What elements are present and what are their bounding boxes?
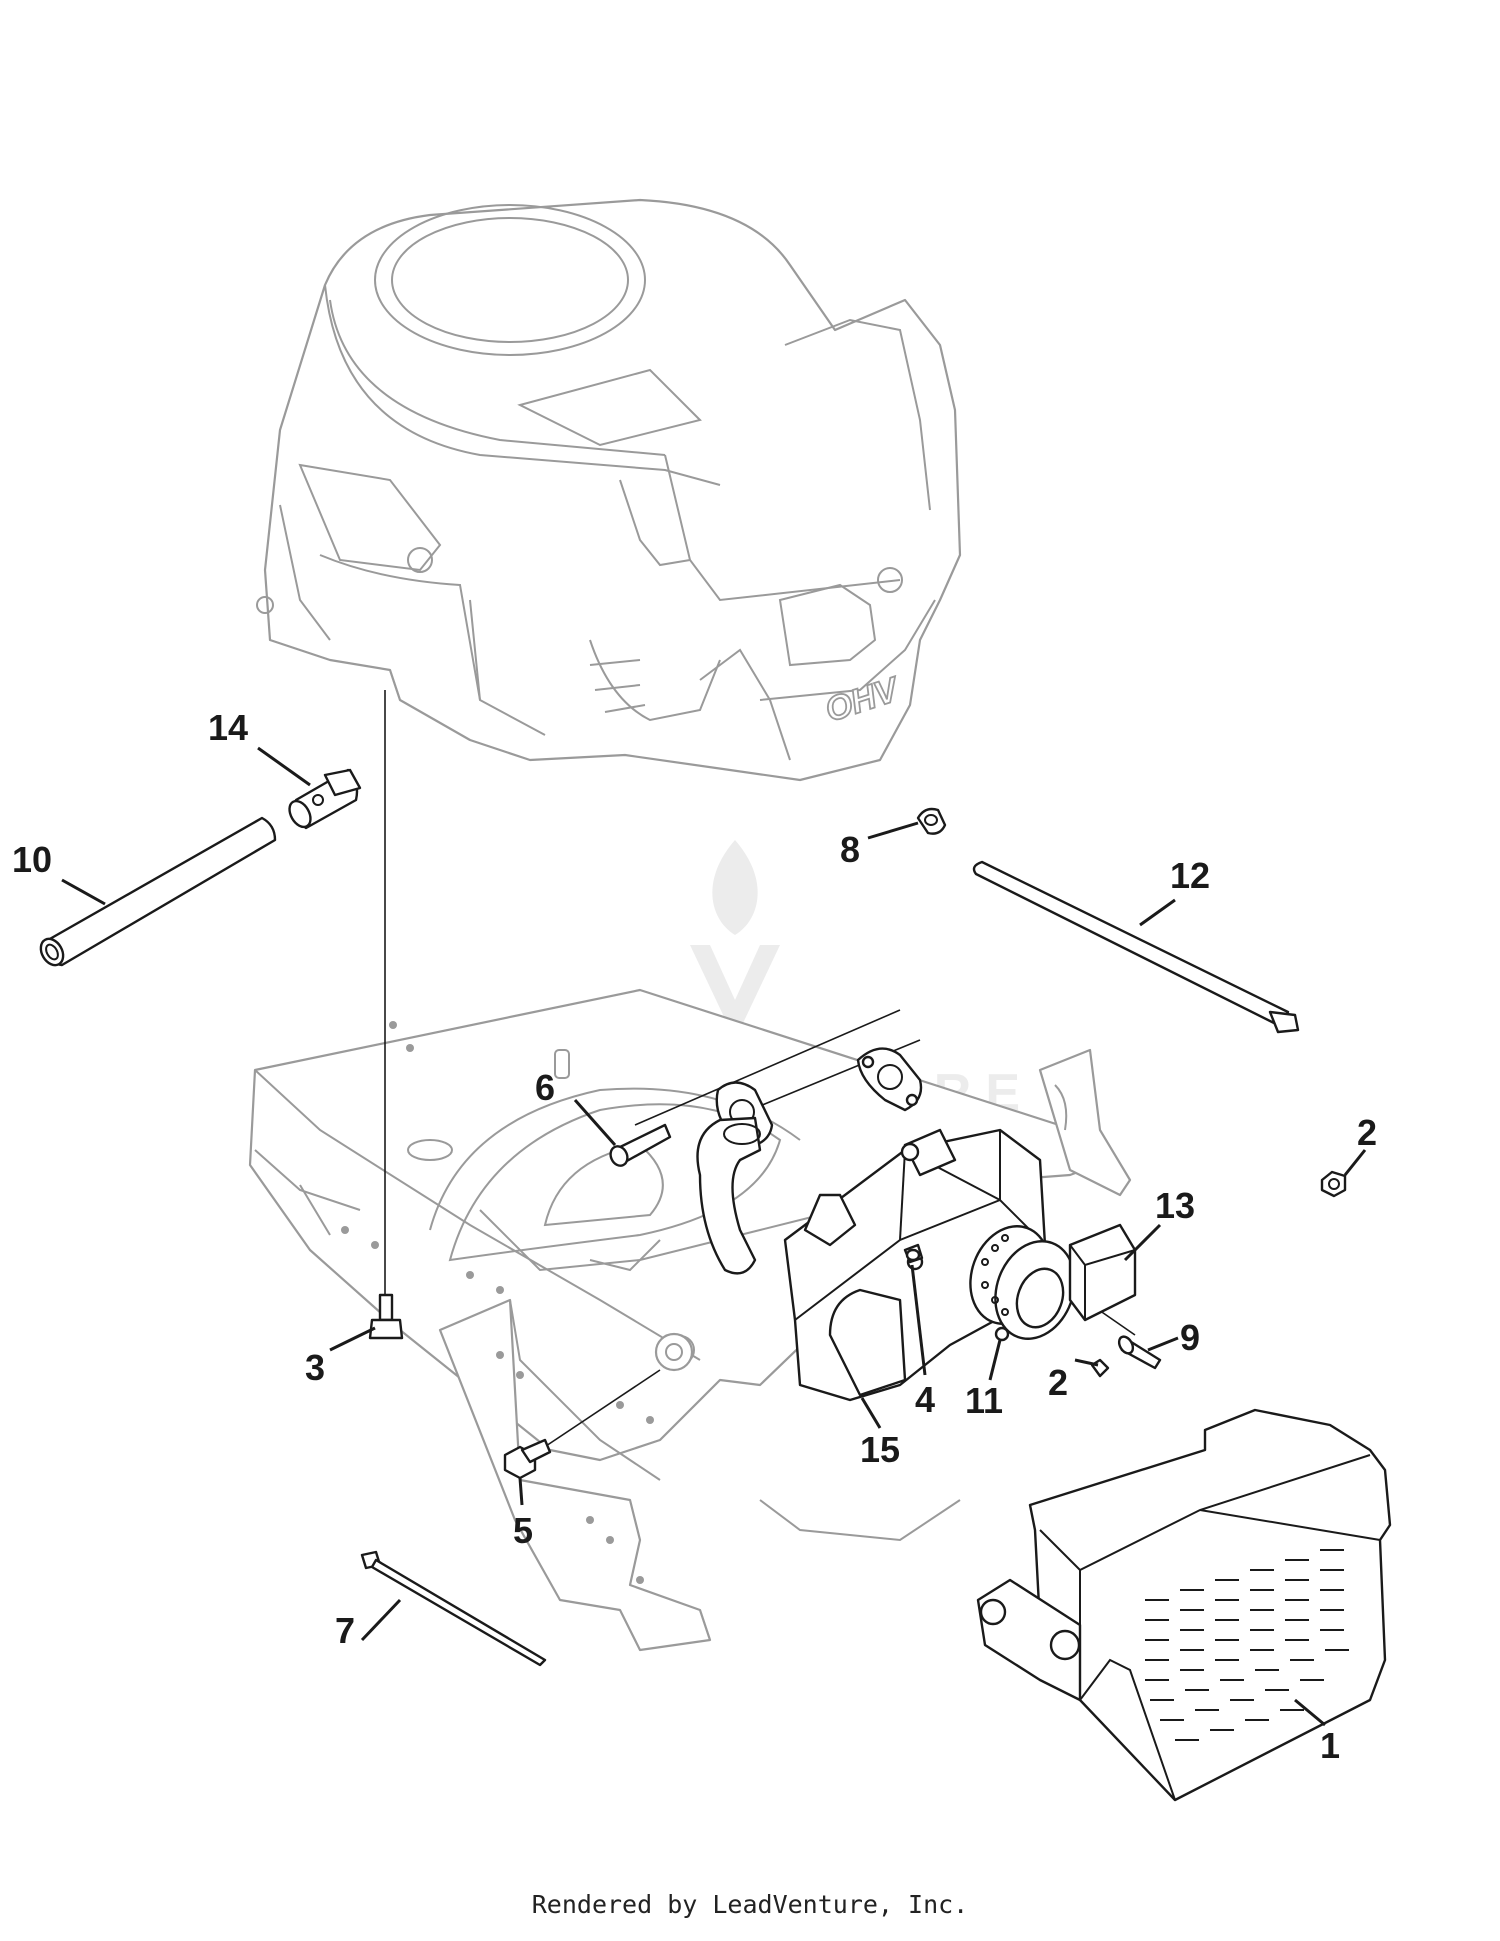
callout-9: 9 (1180, 1317, 1200, 1358)
part-4-screw (903, 1243, 924, 1264)
part-14-fitting (288, 768, 362, 830)
part-2-nut-upper (1320, 1170, 1347, 1198)
callout-11: 11 (965, 1380, 1003, 1421)
part-6-bolt (609, 1123, 672, 1167)
callout-5: 5 (513, 1510, 533, 1551)
part-3-bolt (368, 1293, 404, 1340)
leader-lines (61, 746, 1367, 1727)
callout-2-upper: 2 (1357, 1112, 1377, 1153)
part-9-pin (1117, 1335, 1162, 1370)
shield-vent-slots (1145, 1549, 1349, 1741)
part-11-end-cap (969, 1225, 1076, 1342)
callout-8: 8 (840, 829, 860, 870)
callout-13: 13 (1155, 1185, 1195, 1226)
part-2-screw-lower (1090, 1358, 1110, 1378)
callout-4: 4 (915, 1379, 935, 1420)
callout-7: 7 (335, 1610, 355, 1651)
part-7-cable-tie (360, 1550, 547, 1667)
part-15-muffler (783, 1128, 1047, 1402)
callout-1: 1 (1320, 1725, 1340, 1766)
callout-15: 15 (860, 1429, 900, 1470)
part-13-bracket (1068, 1223, 1137, 1322)
callout-3: 3 (305, 1347, 325, 1388)
engine: OHV (256, 198, 962, 782)
render-credit: Rendered by LeadVenture, Inc. (531, 1890, 969, 1919)
part-12-rod (972, 860, 1300, 1034)
callout-12: 12 (1170, 855, 1210, 896)
part-8-clip (916, 807, 947, 835)
callout-14: 14 (208, 707, 248, 748)
exhaust-pipe (696, 1047, 923, 1275)
callout-6: 6 (535, 1067, 555, 1108)
assembly-lines (384, 690, 1136, 1451)
part-10-tube (39, 816, 277, 967)
callout-2-lower: 2 (1048, 1362, 1068, 1403)
part-5-bolt (503, 1438, 552, 1480)
callout-10: 10 (12, 839, 52, 880)
callouts: 1 2 2 3 4 5 6 7 8 9 10 11 12 13 14 15 (12, 707, 1377, 1766)
